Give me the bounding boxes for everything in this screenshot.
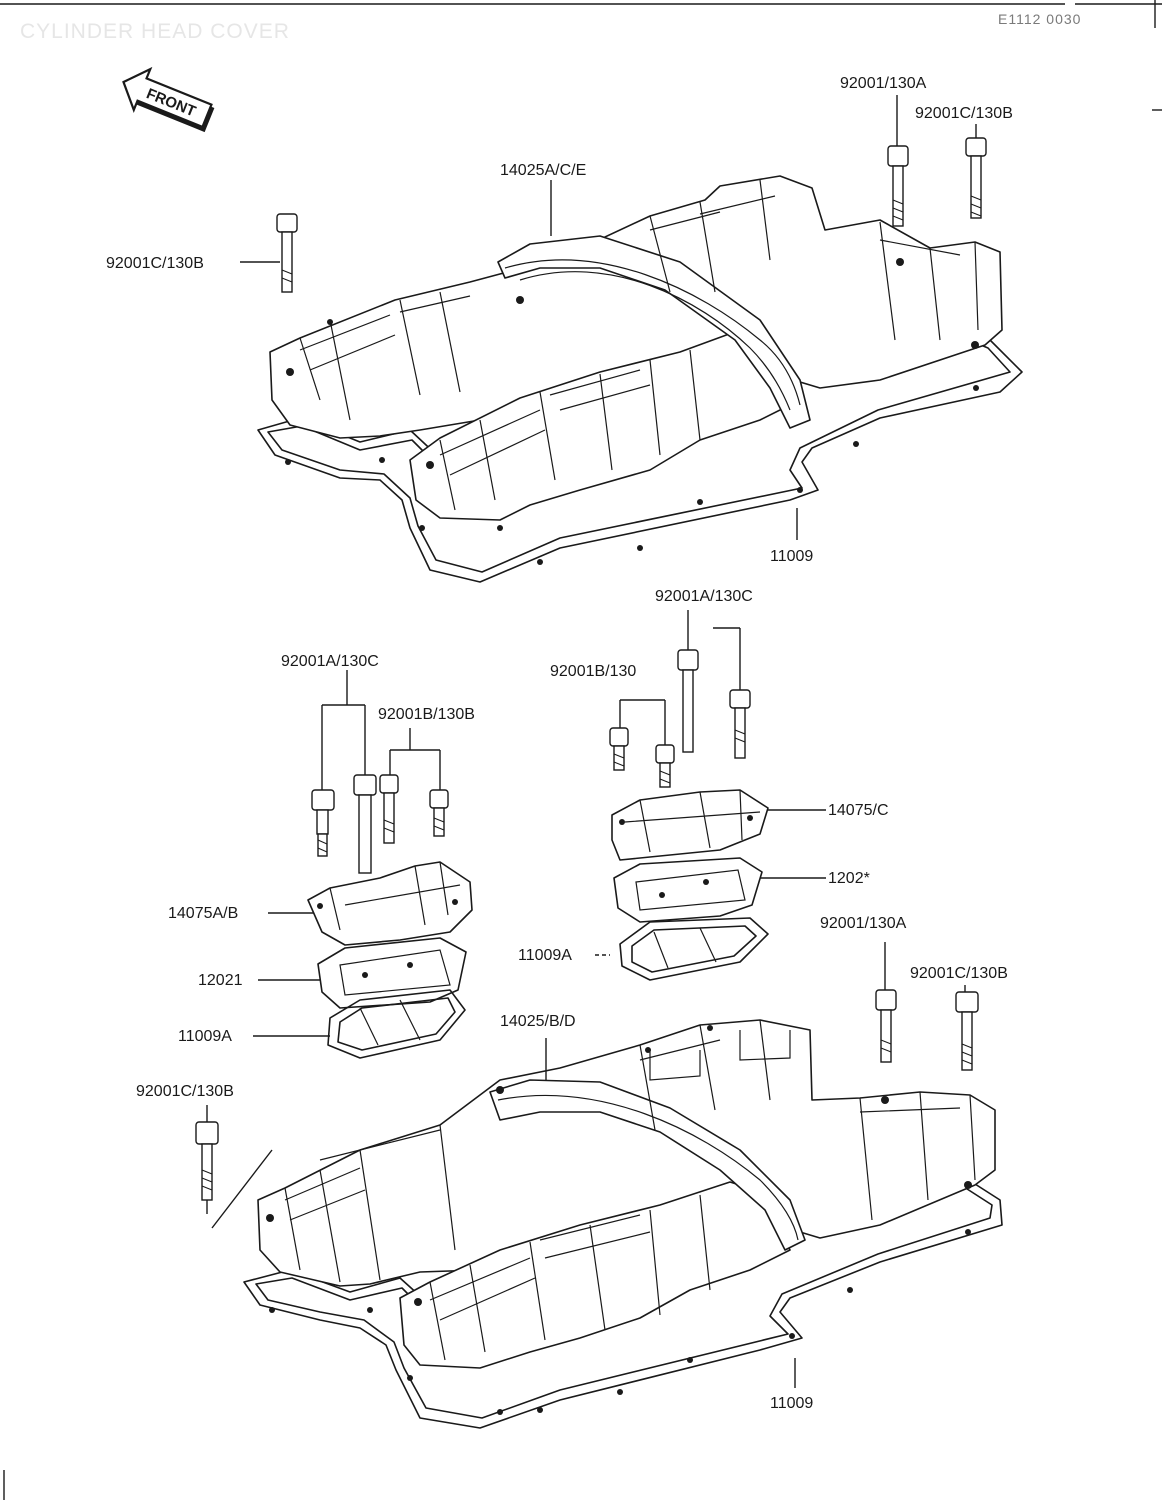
bolt-92001c-130b-bottom-right [955,991,979,1071]
label-92001b-130-right: 92001B/130 [550,663,637,680]
breather-cap-14075a-b [307,861,473,946]
label-92001b-130b-left: 92001B/130B [378,706,475,723]
label-92001a-130c-left: 92001A/130C [281,653,379,670]
page-title: CYLINDER HEAD COVER [20,20,290,43]
breather-gasket-11009a-left [327,989,466,1059]
label-92001-130a-top: 92001/130A [840,75,927,92]
label-14075a-b: 14075A/B [168,905,239,922]
bolt-92001b-130-right-2 [655,744,675,788]
label-92001c-130b-top-left: 92001C/130B [106,255,204,272]
bolt-92001b-130b-left-2 [429,789,449,837]
label-92001-130a-bottom: 92001/130A [820,915,907,932]
front-arrow-icon: FRONT [122,66,215,133]
bolt-92001a-130c-left-2 [353,774,377,874]
bottom-cylinder-head-cover [257,1019,996,1369]
breather-plate-1202 [613,857,763,923]
bolt-92001b-130b-left [379,774,399,844]
label-11009a-right: 11009A [518,947,572,964]
bottom-leader-lines [206,942,966,1388]
bolt-92001c-130b-bottom-left [195,1121,219,1201]
label-11009-top: 11009 [770,548,814,565]
label-92001c-130b-bottom-left: 92001C/130B [136,1083,234,1100]
label-14025-b-d: 14025/B/D [500,1013,576,1030]
label-11009a-left: 11009A [178,1028,232,1045]
label-1202: 1202* [828,870,870,887]
bolt-92001-130a-bottom [875,989,897,1063]
breather-cap-14075-c [611,789,769,861]
bolt-92001a-130c-left [311,789,335,857]
right-breather-leaders [595,610,826,956]
bolt-92001c-130b-top-right [965,137,987,219]
left-breather-leaders [253,670,441,1037]
bolt-92001a-130c-right [677,649,699,753]
figure-code: E1112 0030 [998,11,1082,27]
label-12021: 12021 [198,972,243,989]
label-92001c-130b-top-right: 92001C/130B [915,105,1013,122]
breather-plate-12021 [317,937,467,1009]
bolt-92001a-130c-right-2 [729,689,751,759]
bolt-92001b-130-right [609,727,629,771]
bolt-92001c-130b-top-left [276,213,298,293]
top-leader-lines [240,95,977,540]
breather-gasket-11009a-right [619,917,769,981]
label-92001c-130b-bottom-right: 92001C/130B [910,965,1008,982]
label-92001a-130c-right: 92001A/130C [655,588,753,605]
label-11009-bottom: 11009 [770,1395,814,1412]
top-cylinder-head-cover [269,175,1003,521]
label-14025a-c-e: 14025A/C/E [500,162,587,179]
label-14075-c: 14075/C [828,802,889,819]
bolt-92001-130a-top [887,145,909,227]
